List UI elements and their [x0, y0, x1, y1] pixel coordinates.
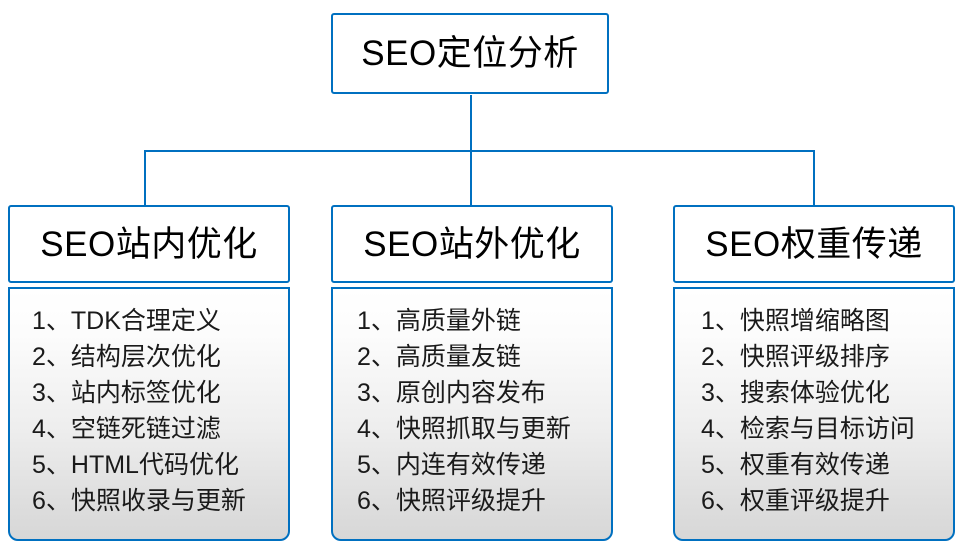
branch-header-label-1: SEO站内优化 [40, 224, 258, 264]
list-item: 6、快照收录与更新 [32, 487, 246, 515]
branch-column-2: SEO站外优化 1、高质量外链 2、高质量友链 3、原创内容发布 4、快照抓取与… [331, 205, 613, 541]
list-item: 2、结构层次优化 [32, 343, 221, 371]
root-node[interactable]: SEO定位分析 [331, 13, 609, 94]
list-item: 3、站内标签优化 [32, 379, 221, 407]
list-item: 4、检索与目标访问 [701, 415, 915, 443]
branch-header-2[interactable]: SEO站外优化 [331, 205, 613, 283]
list-item: 3、搜索体验优化 [701, 379, 890, 407]
branch-body-3: 1、快照增缩略图 2、快照评级排序 3、搜索体验优化 4、检索与目标访问 5、权… [673, 287, 955, 541]
list-item: 5、内连有效传递 [357, 451, 546, 479]
list-item: 4、空链死链过滤 [32, 415, 221, 443]
list-item: 2、快照评级排序 [701, 343, 890, 371]
branch-body-2: 1、高质量外链 2、高质量友链 3、原创内容发布 4、快照抓取与更新 5、内连有… [331, 287, 613, 541]
list-item: 5、HTML代码优化 [32, 451, 239, 479]
branch-list-1: 1、TDK合理定义 2、结构层次优化 3、站内标签优化 4、空链死链过滤 5、H… [10, 303, 288, 519]
root-node-label: SEO定位分析 [361, 34, 579, 73]
list-item: 4、快照抓取与更新 [357, 415, 571, 443]
branch-list-3: 1、快照增缩略图 2、快照评级排序 3、搜索体验优化 4、检索与目标访问 5、权… [675, 303, 953, 519]
list-item: 2、高质量友链 [357, 343, 521, 371]
branch-column-3: SEO权重传递 1、快照增缩略图 2、快照评级排序 3、搜索体验优化 4、检索与… [673, 205, 955, 541]
list-item: 5、权重有效传递 [701, 451, 890, 479]
list-item: 6、快照评级提升 [357, 487, 546, 515]
list-item: 3、原创内容发布 [357, 379, 546, 407]
branch-column-1: SEO站内优化 1、TDK合理定义 2、结构层次优化 3、站内标签优化 4、空链… [8, 205, 290, 541]
branch-body-1: 1、TDK合理定义 2、结构层次优化 3、站内标签优化 4、空链死链过滤 5、H… [8, 287, 290, 541]
list-item: 6、权重评级提升 [701, 487, 890, 515]
list-item: 1、高质量外链 [357, 307, 521, 335]
branch-list-2: 1、高质量外链 2、高质量友链 3、原创内容发布 4、快照抓取与更新 5、内连有… [333, 303, 611, 519]
branch-header-3[interactable]: SEO权重传递 [673, 205, 955, 283]
list-item: 1、TDK合理定义 [32, 307, 221, 335]
list-item: 1、快照增缩略图 [701, 307, 890, 335]
branch-header-1[interactable]: SEO站内优化 [8, 205, 290, 283]
branch-header-label-3: SEO权重传递 [705, 224, 923, 264]
branch-header-label-2: SEO站外优化 [363, 224, 581, 264]
